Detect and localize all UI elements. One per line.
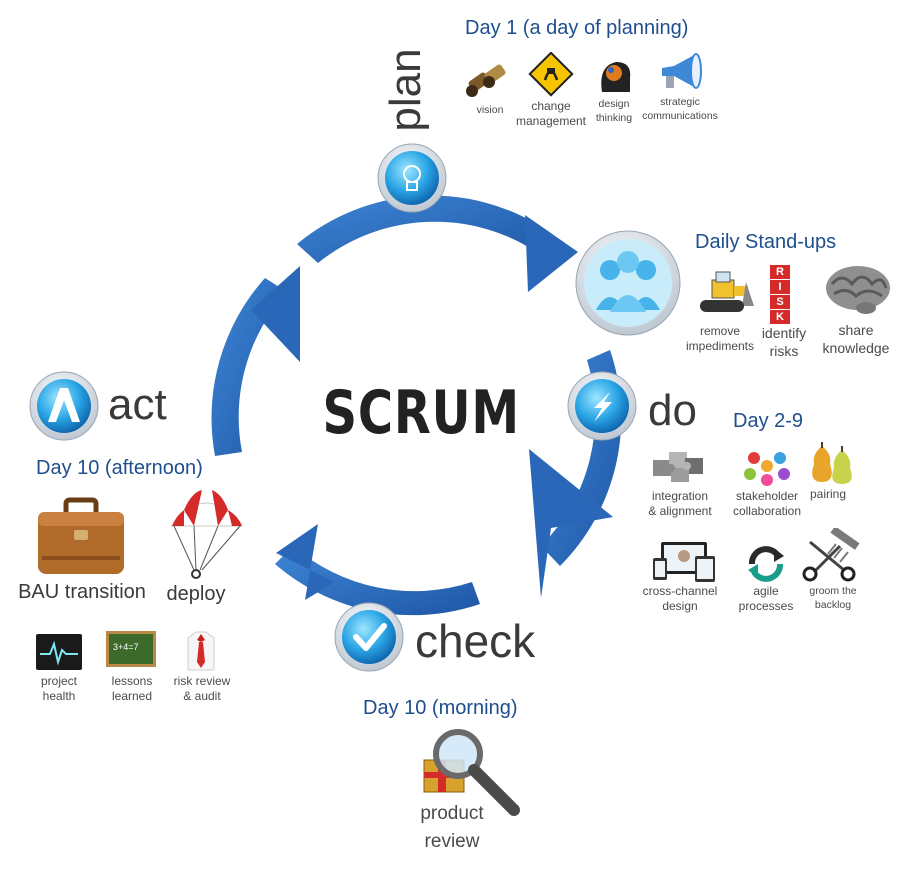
day10-morning-label: Day 10 (morning) bbox=[363, 697, 518, 719]
agile-cycle-icon bbox=[748, 546, 784, 582]
devices-icon bbox=[653, 542, 715, 582]
shirt-tie-icon bbox=[187, 631, 215, 671]
collaboration-circle-icon bbox=[744, 452, 790, 486]
scissors-comb-icon bbox=[802, 528, 860, 582]
phase-do-label: do bbox=[648, 386, 697, 435]
cycle-arrow-act-plan bbox=[211, 266, 300, 456]
briefcase-icon bbox=[38, 497, 124, 574]
vision-caption: vision bbox=[476, 104, 504, 116]
megaphone-icon bbox=[662, 53, 702, 89]
bau-transition-caption: BAU transition bbox=[18, 581, 146, 603]
center-label: SCRUM bbox=[322, 378, 520, 448]
plan-bulb-icon bbox=[377, 143, 447, 213]
chalkboard-icon: 3+4=7 bbox=[106, 631, 156, 667]
cycle-arrow-check-act bbox=[275, 524, 480, 616]
health-monitor-icon bbox=[36, 634, 82, 670]
risk-review-audit-caption: risk review& audit bbox=[173, 674, 231, 703]
bulldozer-icon bbox=[700, 271, 754, 312]
magnifier-icon bbox=[423, 729, 520, 816]
brain-icon bbox=[826, 266, 890, 314]
team-standup-icon bbox=[575, 230, 681, 336]
do-bolt-icon bbox=[567, 371, 637, 441]
check-mark-icon bbox=[334, 602, 404, 672]
puzzle-icon bbox=[653, 452, 703, 482]
risk-blocks-icon: R I S K bbox=[770, 264, 792, 325]
day2-9-label: Day 2-9 bbox=[733, 410, 804, 432]
pairing-caption: pairing bbox=[809, 487, 847, 501]
deploy-caption: deploy bbox=[166, 583, 226, 605]
day1-label: Day 1 (a day of planning) bbox=[465, 17, 689, 39]
day10-afternoon-label: Day 10 (afternoon) bbox=[36, 457, 203, 479]
pears-icon bbox=[812, 442, 852, 484]
act-arrows-icon bbox=[29, 371, 99, 441]
cycle-arrow-plan-do bbox=[297, 195, 578, 292]
phase-check-label: check bbox=[415, 615, 536, 667]
brain-head-icon bbox=[601, 62, 631, 92]
integration-alignment-caption: integration& alignment bbox=[648, 489, 712, 518]
phase-act-label: act bbox=[108, 380, 167, 429]
phase-plan-label: plan bbox=[381, 48, 430, 132]
road-sign-icon bbox=[528, 52, 574, 97]
parachute-icon bbox=[171, 490, 244, 579]
binoculars-icon bbox=[466, 64, 506, 97]
standups-label: Daily Stand-ups bbox=[695, 231, 837, 253]
